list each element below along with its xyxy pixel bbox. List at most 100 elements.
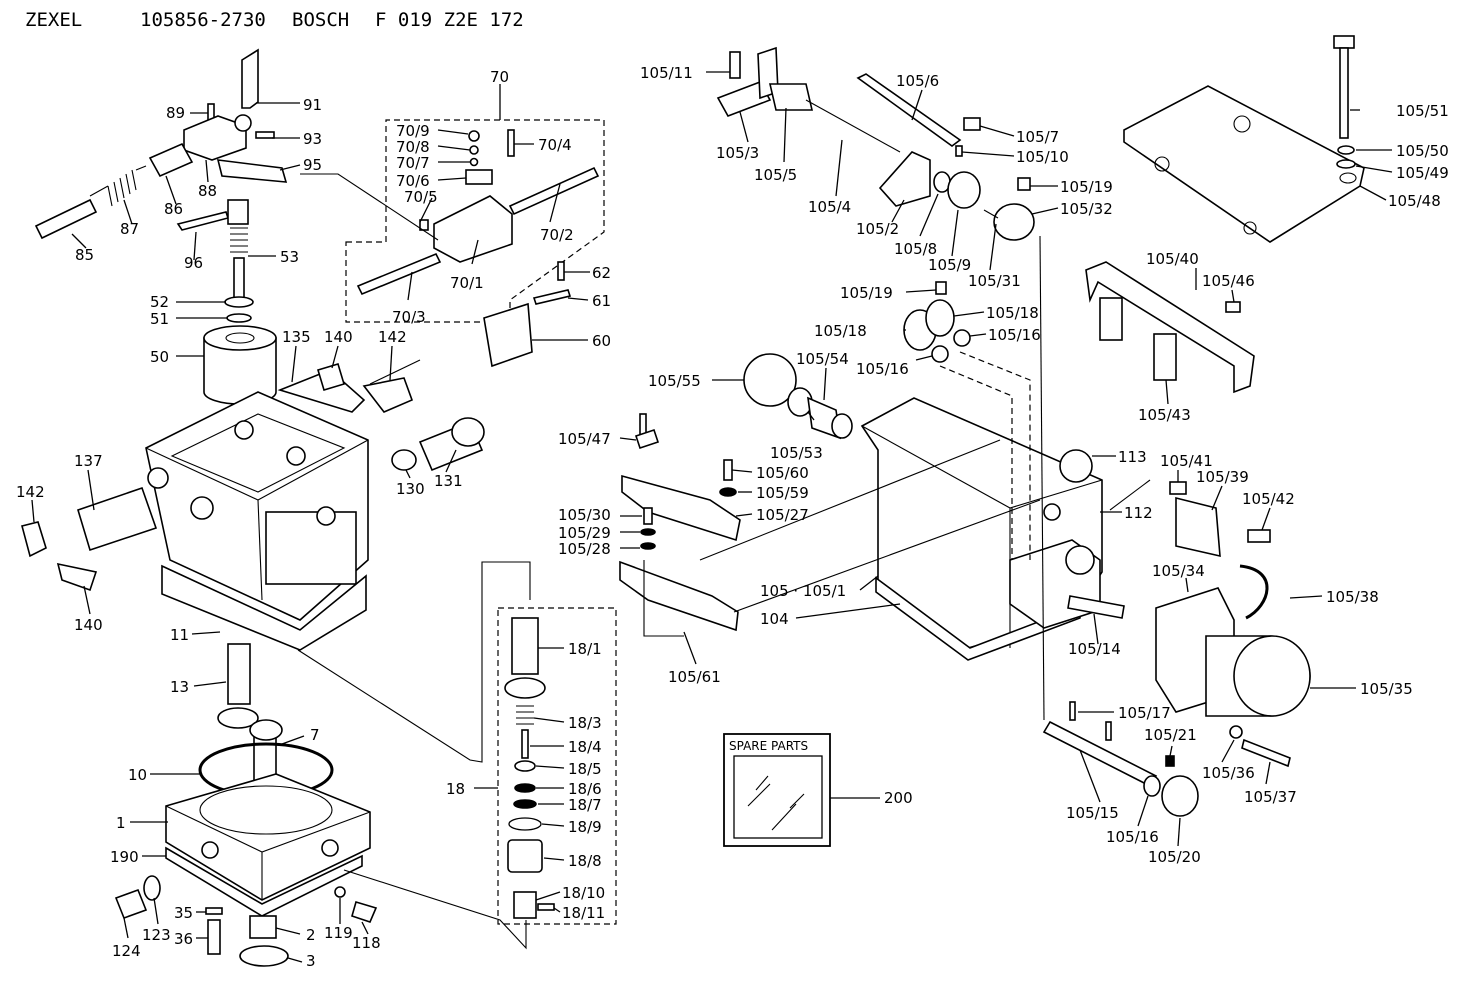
label-52: 52 [150,293,169,311]
part-18-6 [514,783,536,793]
pin-105-17-b [1105,721,1112,741]
label-61: 61 [592,292,611,310]
label-70-5: 70/5 [404,188,438,206]
spring-53 [230,227,248,253]
fitting-parts [391,417,485,472]
shaft-105-15 [1042,720,1158,788]
label-51: 51 [150,310,169,328]
label-36: 36 [174,930,193,948]
label-105-21: 105/21 [1144,726,1197,744]
cam-105-27 [621,474,741,542]
bush-2 [249,915,277,939]
label-18-7: 18/7 [568,796,602,814]
housing-11 [145,391,369,651]
plug-124 [114,888,148,920]
label-140-left: 140 [74,616,103,634]
bracket-105-40 [1085,261,1255,394]
bolt-36 [207,919,221,955]
label-105-46: 105/46 [1202,272,1255,290]
flange-1 [165,773,371,901]
label-70-4: 70/4 [538,136,572,154]
ring-105-54 [831,413,853,439]
label-113: 113 [1118,448,1147,466]
coupling-105-32 [993,203,1035,241]
washer-105-59 [719,487,737,497]
linkage-parts [34,48,288,405]
screw-118 [351,901,378,923]
label-105-4: 105/4 [808,198,851,216]
label-105-20: 105/20 [1148,848,1201,866]
washer-105-50 [1337,145,1355,155]
label-93: 93 [303,130,322,148]
boss-top-b [286,446,306,466]
lower-assembly [114,643,378,967]
base-105-61 [619,560,739,632]
label-142-left: 142 [16,483,45,501]
label-86: 86 [164,200,183,218]
plate-137 [77,486,158,552]
screw-105-11 [729,51,741,79]
cover-plate-105-48 [1123,85,1365,243]
label-105-51: 105/51 [1396,102,1449,120]
label-13: 13 [170,678,189,696]
label-105-53: 105/53 [770,444,823,462]
label-18-8: 18/8 [568,852,602,870]
bracket-105-39 [1175,496,1221,558]
label-105-2: 105/2 [856,220,899,238]
label-105-43: 105/43 [1138,406,1191,424]
label-10: 10 [128,766,147,784]
spare-parts-number: 200 [884,789,913,807]
label-105-17: 105/17 [1118,704,1171,722]
label-124: 124 [112,942,141,960]
screw-18-11 [537,903,555,911]
bolt-head-105-51 [1333,35,1355,49]
sleeve-86 [148,142,194,178]
label-105-27: 105/27 [756,506,809,524]
plate-parts-left [21,486,158,592]
body-70-1 [433,195,513,263]
label-105-36: 105/36 [1202,764,1255,782]
bar-105-6 [856,73,962,147]
shaft-105-31 [983,209,999,219]
label-105-54: 105/54 [796,350,849,368]
label-105-50: 105/50 [1396,142,1449,160]
label-105-61: 105/61 [668,668,721,686]
pin-70-5 [419,219,429,231]
port-112 [1065,545,1095,575]
label-105-55: 105/55 [648,372,701,390]
label-18-9: 18/9 [568,818,602,836]
screw-93 [255,131,275,139]
switch-105-43-b [1153,333,1177,381]
part-labels: 89 91 93 95 85 87 86 88 96 53 52 51 50 1… [16,64,1449,970]
boss-center [190,496,214,520]
spare-parts-title: SPARE PARTS [729,739,808,753]
label-105-41: 105/41 [1160,452,1213,470]
washer-105-16-a [953,329,971,347]
bracket-91 [241,48,259,109]
plate-70-6 [465,169,493,185]
header-zexel-number: 105856-2730 [140,9,266,31]
ring-18-9 [508,817,542,831]
housing-side-window [265,511,357,585]
label-105-7: 105/7 [1016,128,1059,146]
label-112: 112 [1124,504,1153,522]
screw-rod-105-4 [805,99,901,153]
label-105-10: 105/10 [1016,148,1069,166]
label-18: 18 [446,780,465,798]
label-3: 3 [306,952,316,970]
label-18-3: 18/3 [568,714,602,732]
screw-105-60 [723,459,733,481]
motor-end-105-35 [1233,635,1311,717]
washer-119 [334,886,346,898]
right-upper-linkage [716,46,1035,241]
gear-13 [217,707,259,729]
washer-105-29 [640,528,656,536]
label-104: 104 [760,610,789,628]
shaft-85 [34,198,98,240]
label-135: 135 [282,328,311,346]
part-18-10 [513,891,537,919]
label-70-9: 70/9 [396,122,430,140]
label-70: 70 [490,68,509,86]
screw-105-41 [1169,481,1187,495]
